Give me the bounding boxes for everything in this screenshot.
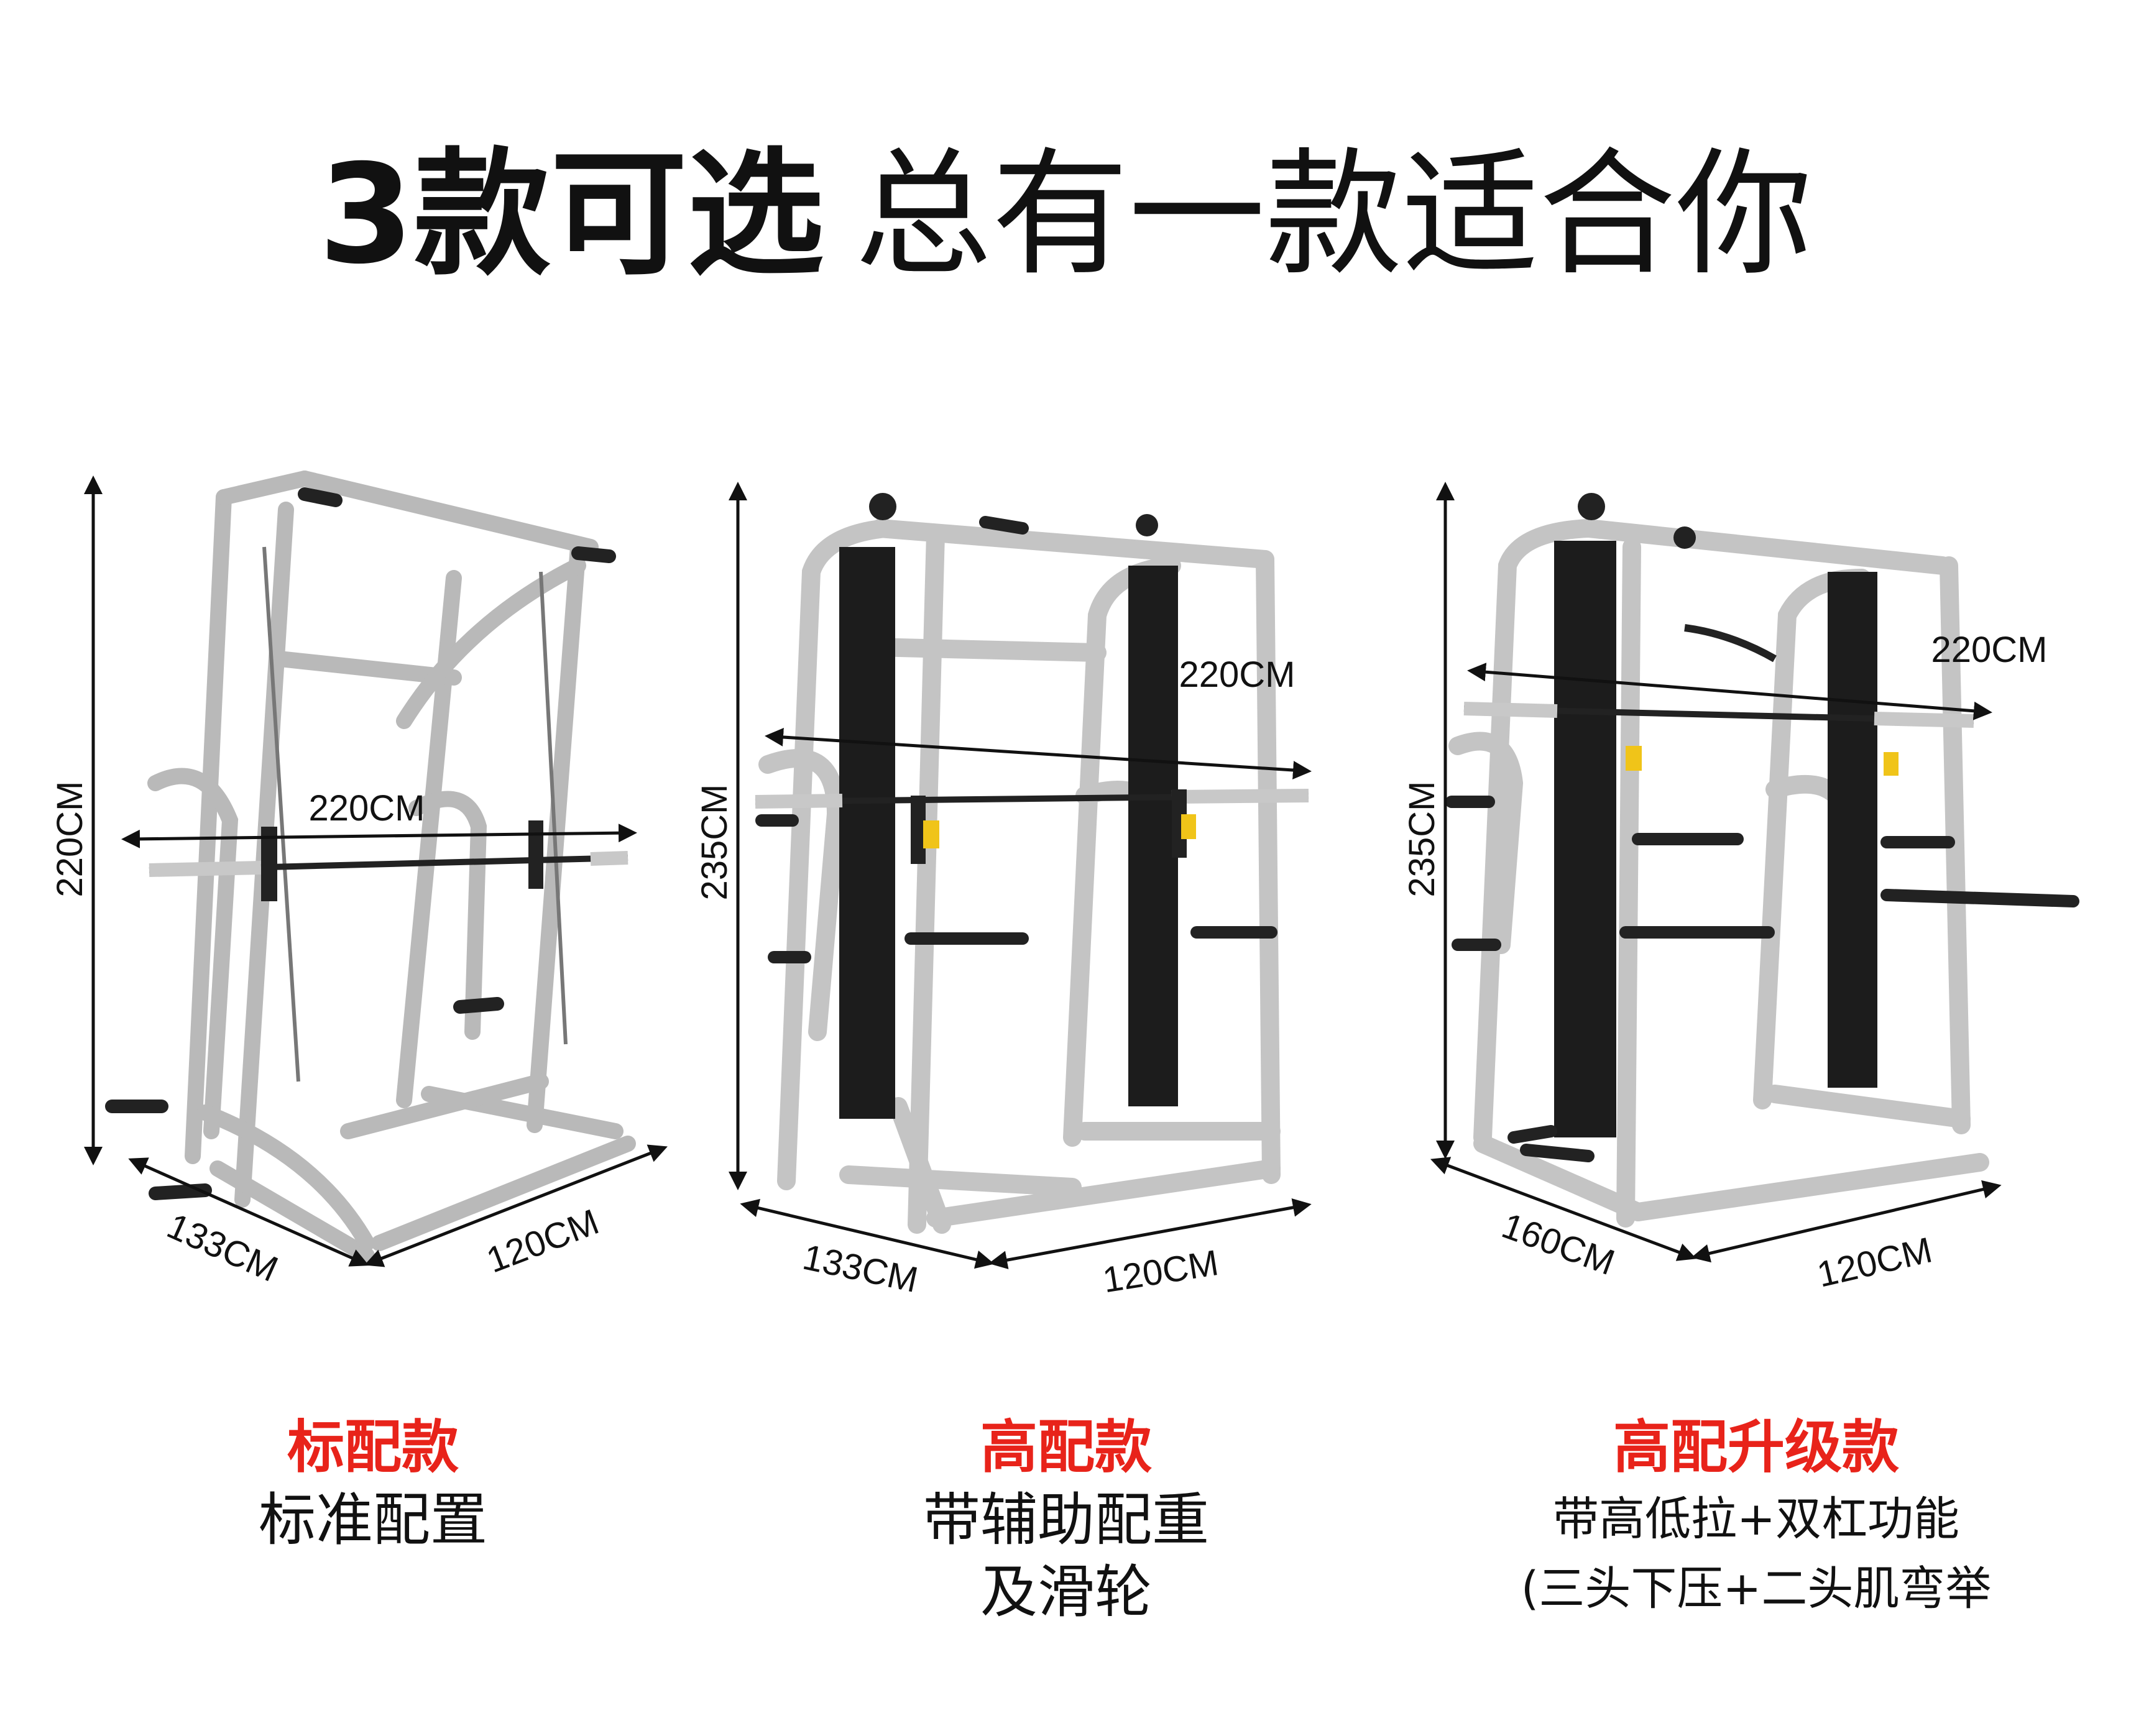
caption-high: 高配款 带辅助配重 及滑轮 <box>712 1411 1420 1628</box>
product-name: 高配款 <box>980 1414 1152 1481</box>
page-title: 3款可选总有一款适合你 <box>0 134 2131 295</box>
depth-dimension-label: 160CM <box>1497 1205 1620 1283</box>
caption-upgraded: 高配升级款 带高低拉+双杠功能 (三头下压+二头肌弯举 <box>1402 1411 2110 1623</box>
product-name: 高配升级款 <box>1613 1414 1899 1481</box>
bar-dimension-label: 220CM <box>1931 630 2048 670</box>
smith-machine-high-image: 235CM 220CM 133CM 120CM <box>694 482 1312 1300</box>
smith-machine-upgraded-image: 235CM 220CM 160CM 120CM <box>1402 482 2079 1295</box>
depth-dimension-label: 133CM <box>799 1237 921 1300</box>
bar-dimension-label: 220CM <box>309 788 425 829</box>
height-dimension-label: 235CM <box>694 784 735 901</box>
caption-standard: 标配款 标准配置 <box>19 1411 727 1556</box>
width-dimension-label: 120CM <box>1813 1229 1936 1295</box>
height-dimension-label: 220CM <box>50 781 90 898</box>
bar-dimension-label: 220CM <box>1179 654 1296 695</box>
product-desc-line: 带辅助配重 <box>923 1487 1209 1553</box>
product-card-standard: 220CM 220CM 133CM 120CM <box>50 471 734 1343</box>
product-name: 标配款 <box>287 1414 459 1481</box>
product-desc-line: 带高低拉+双杠功能 <box>1552 1492 1959 1546</box>
width-dimension-label: 120CM <box>1100 1242 1222 1300</box>
product-desc-line: 及滑轮 <box>980 1559 1152 1625</box>
product-desc-line: 标准配置 <box>258 1487 487 1553</box>
smith-machine-standard-image: 220CM 220CM 133CM 120CM <box>50 471 668 1290</box>
title-bold: 3款可选 <box>318 135 824 294</box>
title-light: 总有一款适合你 <box>855 135 1813 294</box>
product-card-high: 235CM 220CM 133CM 120CM <box>694 472 1402 1343</box>
height-dimension-label: 235CM <box>1402 781 1442 898</box>
product-desc-line: (三头下压+二头肌弯举 <box>1521 1562 1992 1615</box>
product-card-upgraded: 235CM 220CM 160CM 120CM <box>1402 472 2079 1343</box>
